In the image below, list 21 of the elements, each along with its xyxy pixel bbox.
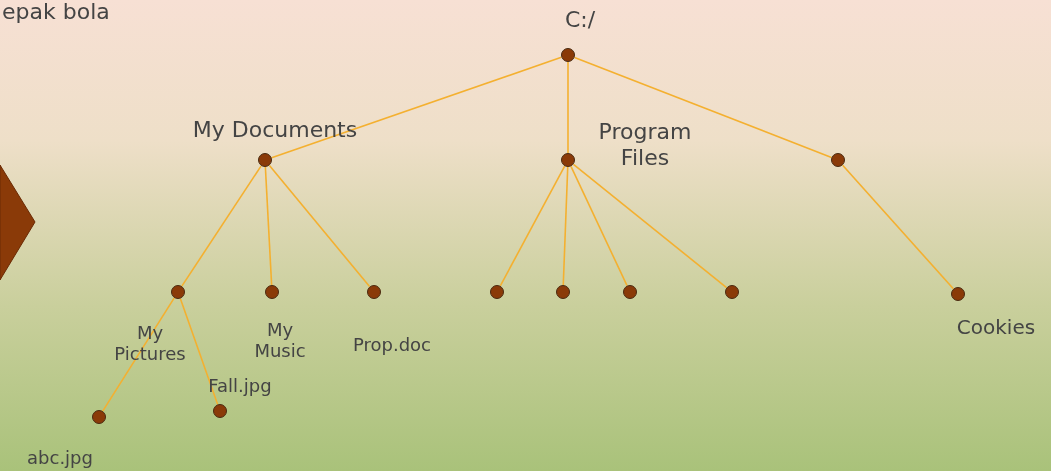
folder-label: My Music: [253, 318, 307, 362]
connector-line: [499, 165, 566, 287]
folder-label: Program Files: [597, 118, 693, 172]
folder-label: My Documents: [191, 117, 359, 144]
folder-label: Cookies: [955, 315, 1037, 339]
connector-line: [562, 166, 569, 286]
connector-line: [181, 165, 262, 287]
folder-label: C:/: [563, 7, 597, 34]
folder-label: Prop.doc: [352, 334, 432, 356]
title-fragment: epak bola: [2, 0, 110, 25]
folder-label: abc.jpg: [26, 447, 94, 469]
connector-line: [573, 56, 833, 159]
connector-line: [270, 56, 563, 159]
connector-line: [570, 165, 628, 287]
folder-label: Fall.jpg: [207, 375, 273, 397]
connector-line: [841, 164, 955, 290]
connector-line: [179, 297, 219, 406]
connector-line: [567, 61, 569, 154]
connector-line: [572, 163, 728, 289]
connector-line: [268, 164, 371, 288]
connector-line: [264, 166, 273, 286]
